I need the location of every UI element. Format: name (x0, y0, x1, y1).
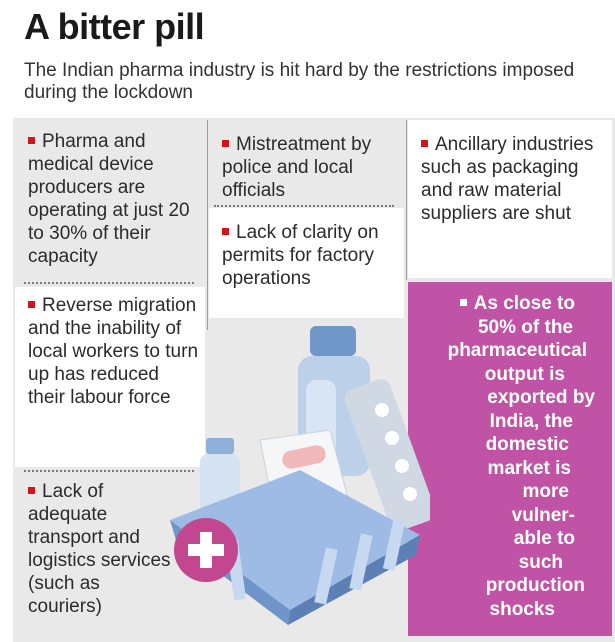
highlight-line: 50% of the (477, 316, 573, 338)
column-divider (207, 120, 208, 330)
permits-box (209, 208, 404, 318)
bullet-icon (222, 228, 229, 235)
highlight-line: shocks (489, 598, 555, 620)
point-permits-text: Lack of clarity on permits for factory o… (222, 222, 379, 289)
point-permits: Lack of clarity on permits for factory o… (222, 221, 382, 290)
bullet-icon (459, 299, 467, 306)
pill-blister-icon (344, 379, 430, 531)
highlight-line: production (485, 575, 585, 596)
migration-box (15, 287, 205, 467)
point-migration-text: Reverse migration and the inability of l… (28, 295, 199, 408)
dotted-separator (24, 282, 194, 284)
highlight-line: domestic (485, 434, 569, 455)
point-ancillary: Ancillary industries such as packaging a… (421, 133, 596, 225)
highlight-line: As close to (473, 293, 575, 314)
ancillary-box (408, 120, 612, 278)
bullet-icon (421, 140, 428, 147)
highlight-line: India, the (489, 410, 573, 432)
column-divider (406, 120, 407, 280)
dotted-separator (24, 470, 194, 472)
bullet-icon (28, 301, 35, 308)
point-mistreatment-text: Mistreatment by police and local officia… (222, 134, 372, 201)
bullet-icon (222, 140, 229, 147)
highlight-line: such (518, 551, 563, 573)
highlight-line: output is (484, 363, 565, 385)
export-highlight-text: As close to 50% of the pharmaceutical ou… (415, 292, 595, 621)
point-migration: Reverse migration and the inability of l… (28, 294, 200, 409)
highlight-line: more (522, 481, 569, 502)
point-mistreatment: Mistreatment by police and local officia… (222, 133, 382, 202)
point-ancillary-text: Ancillary industries such as packaging a… (421, 134, 594, 224)
highlight-line: vulner- (511, 504, 575, 526)
highlight-line: able to (513, 528, 575, 549)
dotted-separator (214, 205, 394, 207)
export-highlight-box (408, 282, 612, 636)
point-transport-text: Lack of adequate transport and logistics… (28, 481, 171, 617)
highlight-line: market is (487, 457, 571, 479)
medicine-basket-icon (170, 326, 430, 625)
highlight-line: exported by (487, 387, 595, 408)
bullet-icon (28, 487, 35, 494)
point-capacity-text: Pharma and medical device producers are … (28, 131, 190, 267)
bullet-icon (28, 137, 35, 144)
medical-cross-icon (174, 518, 238, 582)
point-capacity: Pharma and medical device producers are … (28, 130, 200, 268)
page-title: A bitter pill (24, 6, 205, 47)
highlight-line: pharmaceutical (447, 340, 587, 361)
page-subtitle: The Indian pharma industry is hit hard b… (24, 60, 575, 103)
point-transport: Lack of adequate transport and logistics… (28, 480, 178, 618)
